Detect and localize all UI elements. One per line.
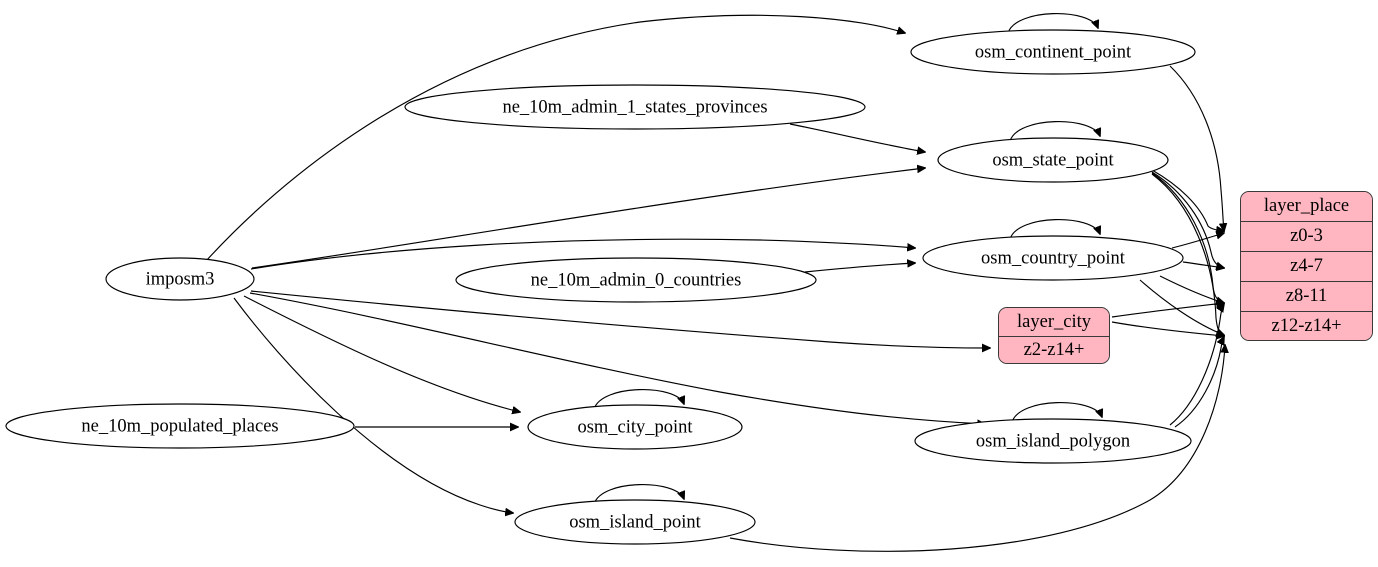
- node-ellipse-osm_island_point[interactable]: [514, 499, 756, 545]
- node-ellipse-ne_10m_populated_places[interactable]: [5, 403, 355, 449]
- edge-osm_country_point-to-layer_place-z12-z14+: [1139, 279, 1224, 335]
- edge-imposm3-to-osm_continent_point: [205, 14, 905, 262]
- edge-imposm3-to-osm_city_point: [243, 295, 520, 412]
- edge-layer_city-to-layer_place-z8-11: [1111, 303, 1224, 318]
- edge-osm_state_point-to-layer_place-z0-3: [1151, 169, 1224, 231]
- node-osm_island_point[interactable]: osm_island_point: [514, 499, 756, 545]
- layer-city-header: layer_city: [999, 308, 1109, 336]
- edge-self-loop-osm_island_point: [593, 484, 684, 505]
- edge-imposm3-to-osm_island_point: [233, 297, 513, 513]
- node-osm_state_point[interactable]: osm_state_point: [937, 137, 1169, 183]
- node-osm_city_point[interactable]: osm_city_point: [527, 404, 743, 450]
- edge-osm_island_point-to-layer_place-z12-z14+: [729, 345, 1225, 552]
- edge-osm_state_point-to-layer_place-z8-11: [1151, 172, 1224, 303]
- node-ne_10m_admin_1_states_provinces[interactable]: ne_10m_admin_1_states_provinces: [404, 84, 866, 130]
- edge-self-loop-osm_state_point: [1009, 121, 1100, 142]
- layer-place-row-z4-7[interactable]: z4-7: [1241, 251, 1372, 281]
- node-imposm3[interactable]: imposm3: [105, 257, 255, 301]
- edge-imposm3-to-osm_state_point: [251, 168, 925, 269]
- node-label-imposm3: imposm3: [146, 269, 215, 289]
- edge-ne_states_provinces-to-osm_state_point: [789, 123, 925, 152]
- edge-self-loop-osm_city_point: [593, 389, 684, 410]
- edge-layer: [205, 13, 1225, 552]
- edge-imposm3-to-osm_country_point: [250, 238, 915, 270]
- edge-ne_admin_0_countries-to-osm_country_point: [804, 263, 915, 273]
- node-label-osm_island_polygon: osm_island_polygon: [976, 431, 1130, 451]
- node-label-osm_country_point: osm_country_point: [981, 248, 1126, 268]
- node-layer: imposm3 ne_10m_admin_1_states_provinces …: [5, 29, 1196, 545]
- node-label-ne_10m_populated_places: ne_10m_populated_places: [81, 416, 278, 436]
- node-ellipse-osm_island_polygon[interactable]: [914, 418, 1192, 464]
- node-osm_continent_point[interactable]: osm_continent_point: [910, 29, 1196, 75]
- node-ne_10m_admin_0_countries[interactable]: ne_10m_admin_0_countries: [455, 257, 817, 303]
- node-ellipse-imposm3[interactable]: [105, 257, 255, 301]
- edge-layer_city-to-layer_place-z12-z14+: [1111, 321, 1224, 336]
- node-label-osm_city_point: osm_city_point: [577, 417, 693, 437]
- edge-osm_island_polygon-to-layer_place-z8-11: [1169, 304, 1224, 426]
- edge-osm_country_point-to-layer_place-z0-3: [1171, 233, 1224, 249]
- node-ellipse-ne_10m_admin_1_states_provinces[interactable]: [404, 84, 866, 130]
- node-label-ne_10m_admin_0_countries: ne_10m_admin_0_countries: [531, 270, 742, 290]
- edge-osm_continent_point-to-layer_place-z0-3: [1169, 65, 1224, 231]
- edge-osm_country_point-to-layer_place-z4-7: [1182, 261, 1224, 268]
- node-label-osm_island_point: osm_island_point: [569, 512, 701, 532]
- node-osm_island_polygon[interactable]: osm_island_polygon: [914, 418, 1192, 464]
- edge-self-loop-osm_country_point: [1009, 219, 1100, 240]
- edge-imposm3-to-osm_island_polygon: [249, 292, 985, 424]
- edge-self-loop-osm_island_polygon: [1011, 402, 1102, 423]
- node-ne_10m_populated_places[interactable]: ne_10m_populated_places: [5, 403, 355, 449]
- node-label-osm_continent_point: osm_continent_point: [975, 42, 1132, 62]
- layer-place-row-z0-3[interactable]: z0-3: [1241, 221, 1372, 251]
- layer-place-row-z8-11[interactable]: z8-11: [1241, 281, 1372, 311]
- table-node-layer-place[interactable]: layer_place z0-3 z4-7 z8-11 z12-z14+: [1240, 191, 1373, 341]
- edge-imposm3-to-layer_city: [250, 290, 990, 348]
- table-node-layer-city[interactable]: layer_city z2-z14+: [998, 307, 1110, 364]
- node-ellipse-ne_10m_admin_0_countries[interactable]: [455, 257, 817, 303]
- node-ellipse-osm_continent_point[interactable]: [910, 29, 1196, 75]
- node-label-osm_state_point: osm_state_point: [992, 150, 1114, 170]
- node-ellipse-osm_country_point[interactable]: [922, 235, 1184, 281]
- layer-place-row-z12-z14[interactable]: z12-z14+: [1241, 311, 1372, 340]
- node-osm_country_point[interactable]: osm_country_point: [922, 235, 1184, 281]
- layer-city-row-z2-z14[interactable]: z2-z14+: [999, 336, 1109, 363]
- edge-self-loop-osm_continent_point: [1007, 13, 1098, 34]
- node-ellipse-osm_city_point[interactable]: [527, 404, 743, 450]
- node-ellipse-osm_state_point[interactable]: [937, 137, 1169, 183]
- node-label-ne_10m_admin_1_states_provinces: ne_10m_admin_1_states_provinces: [502, 97, 767, 117]
- layer-place-header: layer_place: [1241, 192, 1372, 221]
